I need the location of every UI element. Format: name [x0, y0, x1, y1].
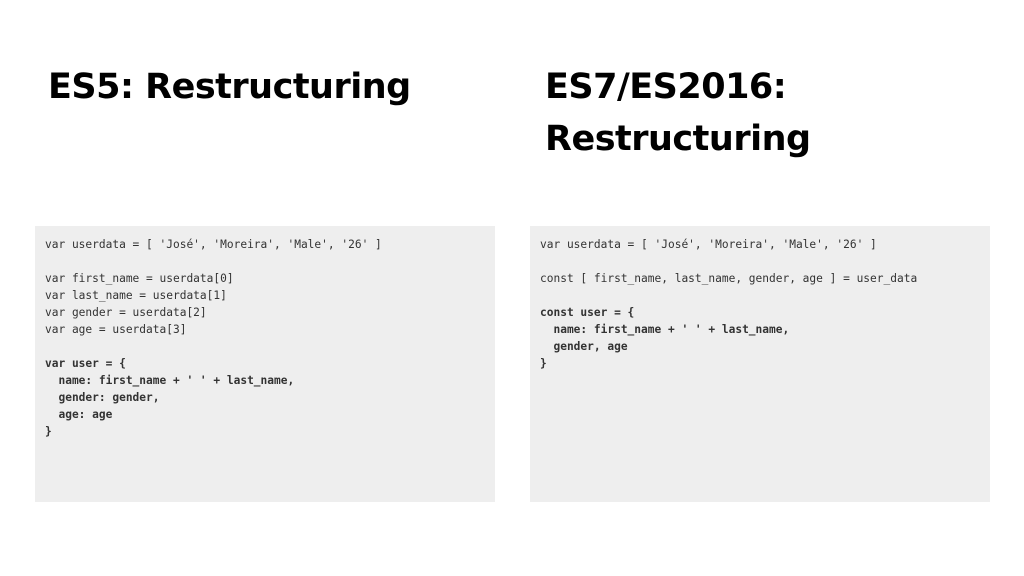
es7-code-block: var userdata = [ 'José', 'Moreira', 'Mal… — [530, 226, 990, 502]
right-title-line-2: Restructuring — [545, 119, 811, 159]
right-title-line-1: ES7/ES2016: — [545, 67, 787, 107]
es5-code-line: name: first_name + ' ' + last_name, — [45, 374, 295, 387]
es7-code-line: const [ first_name, last_name, gender, a… — [540, 272, 918, 285]
es5-code-line: var user = { — [45, 357, 126, 370]
es5-code-line — [45, 253, 495, 270]
es5-code-line: var userdata = [ 'José', 'Moreira', 'Mal… — [45, 238, 382, 251]
es7-code-line: var userdata = [ 'José', 'Moreira', 'Mal… — [540, 238, 877, 251]
right-slide-title: ES7/ES2016: Restructuring — [545, 61, 811, 165]
es5-code-line: age: age — [45, 408, 113, 421]
es5-code-line: var last_name = userdata[1] — [45, 289, 227, 302]
es7-code-line — [540, 253, 990, 270]
es5-code-line: var first_name = userdata[0] — [45, 272, 234, 285]
es7-code-line: name: first_name + ' ' + last_name, — [540, 323, 790, 336]
es7-code-line: const user = { — [540, 306, 635, 319]
left-slide-title: ES5: Restructuring — [48, 67, 411, 107]
es5-code-line: gender: gender, — [45, 391, 160, 404]
es7-code-line: } — [540, 357, 547, 370]
es5-code-block: var userdata = [ 'José', 'Moreira', 'Mal… — [35, 226, 495, 502]
es7-code-line — [540, 287, 990, 304]
es5-code-line: var age = userdata[3] — [45, 323, 187, 336]
es5-code-line: var gender = userdata[2] — [45, 306, 207, 319]
es5-code-line: } — [45, 425, 52, 438]
es5-code-line — [45, 338, 495, 355]
es7-code-line: gender, age — [540, 340, 628, 353]
